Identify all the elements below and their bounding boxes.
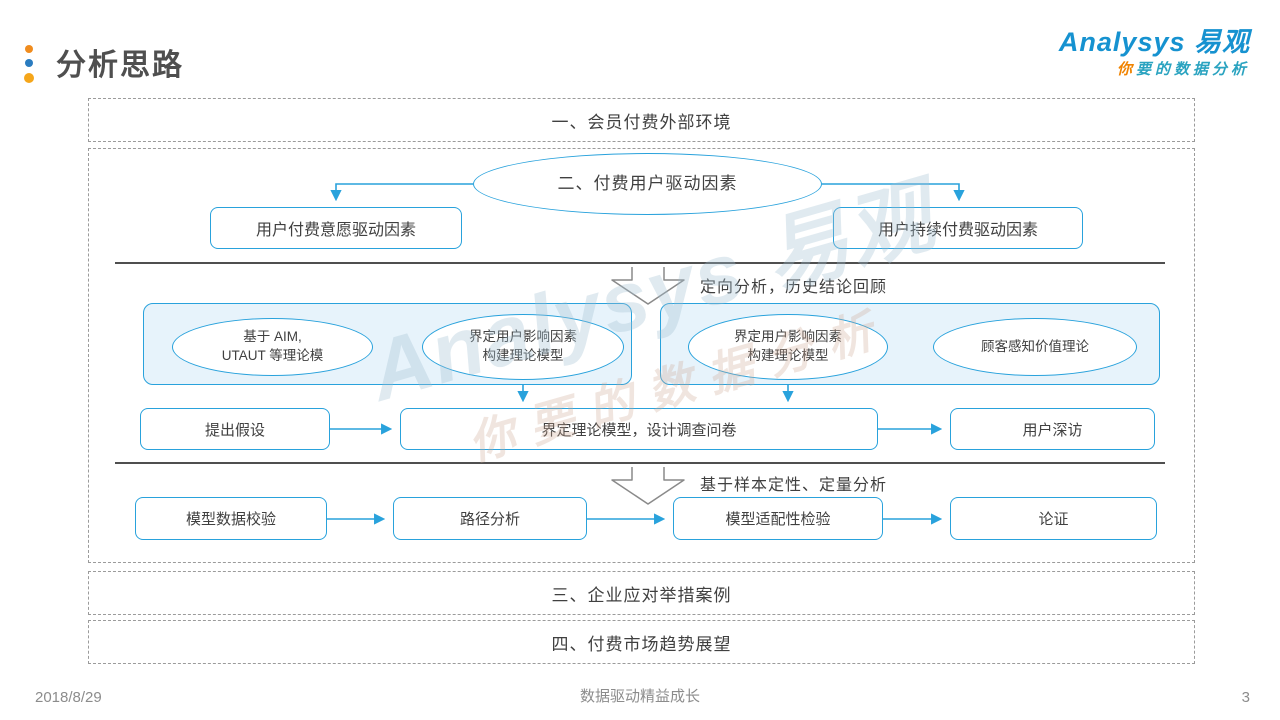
connector-root-to-left [330, 183, 473, 202]
root-ellipse: 二、付费用户驱动因素 [473, 153, 822, 215]
theory-right-source-label: 顾客感知价值理论 [981, 338, 1089, 354]
row4-data-check-label: 模型数据校验 [185, 511, 276, 528]
footer-page-number: 3 [1241, 689, 1250, 706]
step1-label: 定向分析，历史结论回顾 [700, 279, 888, 296]
theory-right-result-ellipse: 界定用户影响因素 构建理论模型 [688, 314, 888, 380]
footer-date: 2018/8/29 [35, 689, 102, 706]
connector-root-to-right [822, 183, 965, 202]
row3-model-survey-label: 界定理论模型，设计调查问卷 [541, 421, 737, 439]
branch-left-label: 用户付费意愿驱动因素 [255, 222, 416, 239]
row3-interview-label: 用户深访 [1022, 421, 1083, 439]
theory-left-result-line1: 界定用户影响因素 [469, 329, 577, 345]
theory-left-result-line2: 构建理论模型 [482, 348, 564, 363]
title-dot-blue [25, 59, 33, 67]
row4-argument-label: 论证 [1038, 511, 1069, 528]
section-3-label: 三、企业应对举措案例 [551, 585, 732, 605]
funnel-down-arrow-icon-1 [611, 267, 685, 305]
logo-tagline-first-char: 你 [1116, 60, 1136, 78]
row3-box-hypothesis: 提出假设 [140, 408, 330, 450]
footer-slogan: 数据驱动精益成长 [579, 688, 700, 705]
theory-left-result-ellipse: 界定用户影响因素 构建理论模型 [422, 314, 624, 380]
page-title: 分析思路 [56, 49, 184, 82]
branch-box-right: 用户持续付费驱动因素 [833, 207, 1083, 249]
section-1-band: 一、会员付费外部环境 [88, 98, 1195, 142]
row3-box-model-survey: 界定理论模型，设计调查问卷 [400, 408, 878, 450]
theory-left-source-ellipse: 基于 AIM, UTAUT 等理论模 [172, 318, 373, 376]
branch-right-label: 用户持续付费驱动因素 [877, 222, 1038, 239]
row3-hypothesis-label: 提出假设 [204, 421, 265, 439]
section-2-band [88, 148, 1195, 563]
title-dot-amber [24, 73, 34, 83]
theory-left-source-line2: UTAUT 等理论模 [221, 348, 324, 363]
row4-path-analysis-label: 路径分析 [459, 511, 520, 528]
theory-left-source-line1: 基于 AIM, [243, 329, 302, 345]
row3-box-interview: 用户深访 [950, 408, 1155, 450]
row4-box-fit-test: 模型适配性检验 [673, 497, 883, 540]
theory-right-result-line2: 构建理论模型 [747, 348, 829, 363]
section-3-band: 三、企业应对举措案例 [88, 571, 1195, 615]
row4-fit-test-label: 模型适配性检验 [725, 511, 831, 528]
logo-tagline-rest: 要的数据分析 [1135, 60, 1250, 78]
logo-tagline: 你要的数据分析 [1059, 60, 1250, 79]
section-4-label: 四、付费市场趋势展望 [551, 634, 732, 654]
branch-box-left: 用户付费意愿驱动因素 [210, 207, 462, 249]
analysys-logo: Analysys 易观 你要的数据分析 [1058, 27, 1250, 79]
row4-box-path-analysis: 路径分析 [393, 497, 587, 540]
row4-box-argument: 论证 [950, 497, 1157, 540]
row4-box-data-check: 模型数据校验 [135, 497, 327, 540]
logo-brand-text: Analysys 易观 [1058, 27, 1250, 57]
title-dot-orange [25, 45, 33, 53]
theory-right-source-ellipse: 顾客感知价值理论 [933, 318, 1137, 376]
section-1-label: 一、会员付费外部环境 [551, 112, 732, 132]
funnel-down-arrow-icon-2 [611, 467, 685, 505]
root-ellipse-label: 二、付费用户驱动因素 [557, 174, 738, 194]
step2-label: 基于样本定性、定量分析 [700, 477, 888, 494]
section-4-band: 四、付费市场趋势展望 [88, 620, 1195, 664]
theory-right-result-line1: 界定用户影响因素 [734, 329, 842, 345]
